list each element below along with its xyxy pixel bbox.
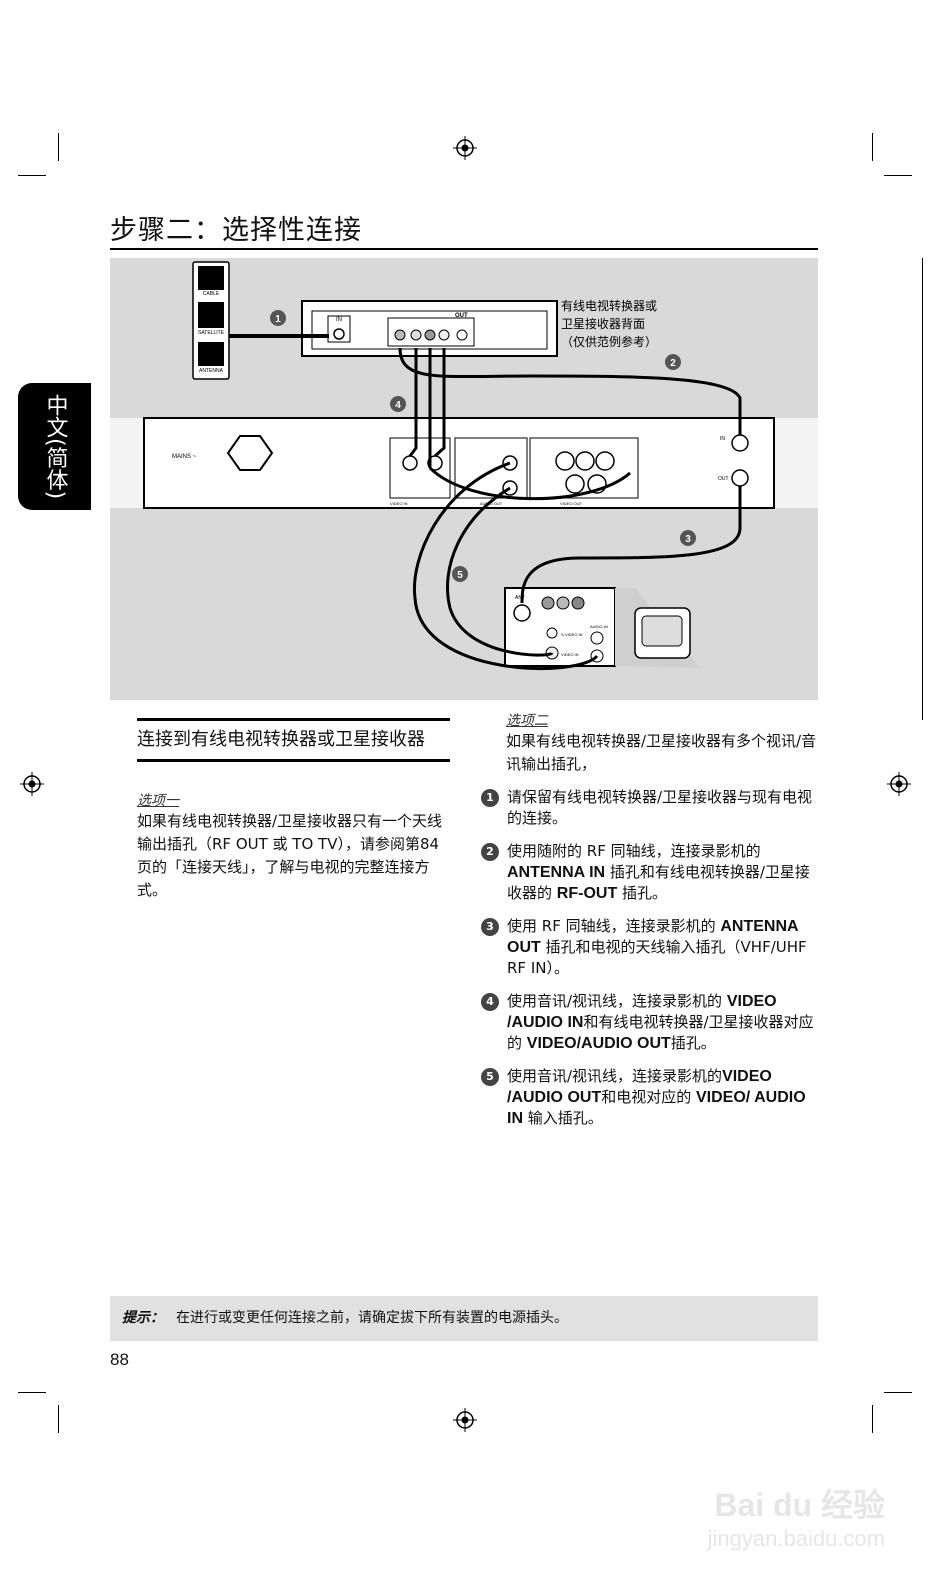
crop-mark bbox=[884, 175, 912, 176]
set-top-box: IN OUT bbox=[301, 300, 558, 357]
crop-mark bbox=[18, 175, 46, 176]
option-two-intro: 如果有线电视转换器/卫星接收器有多个视讯/音讯输出插孔， bbox=[506, 732, 817, 773]
language-tab-label: 中文(简体) bbox=[42, 393, 68, 500]
callout-1 bbox=[270, 310, 286, 326]
step-number: 1 bbox=[481, 789, 499, 807]
svg-text:3: 3 bbox=[685, 534, 691, 545]
cable-icon-label: CABLE bbox=[203, 291, 220, 297]
svg-text:AUDIO OUT: AUDIO OUT bbox=[480, 501, 503, 506]
step-item: 5 使用音讯/视讯线，连接录影机的VIDEO /AUDIO OUT和电视对应的 … bbox=[481, 1066, 821, 1129]
tip-label: 提示： bbox=[122, 1310, 164, 1326]
svg-text:OUT: OUT bbox=[455, 313, 468, 319]
option-two-label: 选项二 bbox=[506, 713, 548, 729]
svg-text:IN: IN bbox=[720, 436, 725, 442]
satellite-icon-label: SATELLITE bbox=[198, 330, 225, 336]
svg-text:卫星接收器背面: 卫星接收器背面 bbox=[561, 316, 645, 331]
svg-text:VIDEO IN: VIDEO IN bbox=[561, 652, 579, 657]
cables bbox=[229, 334, 742, 671]
watermark-brand: Bai du 经验 bbox=[714, 1487, 885, 1523]
crop-mark bbox=[18, 1392, 46, 1393]
callout-4 bbox=[390, 396, 406, 412]
step-number: 4 bbox=[481, 993, 499, 1011]
callout-2 bbox=[665, 354, 681, 370]
svg-text:2: 2 bbox=[670, 358, 676, 369]
crop-mark bbox=[58, 133, 59, 161]
svg-text:S-VIDEO IN: S-VIDEO IN bbox=[561, 632, 583, 637]
language-tab: 中文(简体) bbox=[18, 383, 91, 510]
page-title: 步骤二：选择性连接 bbox=[110, 215, 362, 246]
svg-text:OUT: OUT bbox=[718, 476, 729, 482]
svg-text:ANT: ANT bbox=[515, 595, 525, 601]
step-list: 1 请保留有线电视转换器/卫星接收器与现有电视的连接。 2 使用随附的 RF 同… bbox=[481, 787, 821, 1141]
step-item: 4 使用音讯/视讯线，连接录影机的 VIDEO /AUDIO IN和有线电视转换… bbox=[481, 991, 821, 1054]
svg-text:4: 4 bbox=[395, 400, 401, 411]
registration-mark-icon bbox=[20, 772, 44, 796]
option-one-body: 如果有线电视转换器/卫星接收器只有一个天线输出插孔（RF OUT 或 TO TV… bbox=[137, 812, 443, 899]
step-text: 使用随附的 RF 同轴线，连接录影机的 ANTENNA IN 插孔和有线电视转换… bbox=[507, 842, 810, 902]
option-one: 选项一 如果有线电视转换器/卫星接收器只有一个天线输出插孔（RF OUT 或 T… bbox=[137, 790, 450, 902]
step-text: 请保留有线电视转换器/卫星接收器与现有电视的连接。 bbox=[507, 788, 813, 827]
baidu-watermark-logo: Bai du 经验 jingyan.baidu.com bbox=[665, 1480, 885, 1560]
step-text: 使用 RF 同轴线，连接录影机的 ANTENNA OUT 插孔和电视的天线输入插… bbox=[507, 917, 807, 977]
registration-mark-icon bbox=[453, 136, 477, 160]
callout-5 bbox=[452, 566, 468, 582]
page-number: 88 bbox=[110, 1350, 129, 1369]
svg-text:VIDEO OUT: VIDEO OUT bbox=[560, 501, 583, 506]
svg-text:VIDEO IN: VIDEO IN bbox=[390, 501, 408, 506]
connection-diagram: CABLE SATELLITE ANTENNA IN OUT 有线电视转换器或 … bbox=[110, 258, 818, 700]
source-icons: CABLE SATELLITE ANTENNA bbox=[192, 261, 230, 380]
callout-3 bbox=[680, 530, 696, 546]
svg-text:IN: IN bbox=[336, 317, 342, 323]
step-item: 3 使用 RF 同轴线，连接录影机的 ANTENNA OUT 插孔和电视的天线输… bbox=[481, 916, 821, 979]
step-text: 使用音讯/视讯线，连接录影机的VIDEO /AUDIO OUT和电视对应的 VI… bbox=[507, 1067, 806, 1127]
svg-text:1: 1 bbox=[275, 314, 281, 325]
registration-mark-icon bbox=[887, 772, 911, 796]
svg-text:AUDIO IN: AUDIO IN bbox=[590, 624, 608, 629]
tv-icon bbox=[615, 588, 700, 668]
crop-mark bbox=[872, 133, 873, 161]
step-item: 2 使用随附的 RF 同轴线，连接录影机的 ANTENNA IN 插孔和有线电视… bbox=[481, 841, 821, 904]
crop-mark bbox=[58, 1405, 59, 1433]
watermark-url: jingyan.baidu.com bbox=[707, 1526, 885, 1551]
title-rule bbox=[110, 248, 818, 250]
tip-text: 在进行或变更任何连接之前，请确定拔下所有装置的电源插头。 bbox=[176, 1310, 568, 1326]
step-text: 使用音讯/视讯线，连接录影机的 VIDEO /AUDIO IN和有线电视转换器/… bbox=[507, 992, 814, 1052]
step-number: 5 bbox=[481, 1068, 499, 1086]
step-number: 2 bbox=[481, 843, 499, 861]
section-heading: 连接到有线电视转换器或卫星接收器 bbox=[137, 718, 450, 762]
set-top-box-caption: 有线电视转换器或 卫星接收器背面 （仅供范例参考） bbox=[561, 298, 657, 349]
section-heading-text: 连接到有线电视转换器或卫星接收器 bbox=[137, 729, 425, 750]
step-number: 3 bbox=[481, 918, 499, 936]
crop-mark bbox=[872, 1405, 873, 1433]
svg-text:MAINS ~: MAINS ~ bbox=[172, 454, 197, 460]
antenna-icon-label: ANTENNA bbox=[199, 368, 224, 374]
registration-mark-icon bbox=[453, 1408, 477, 1432]
edge-rule bbox=[922, 258, 923, 720]
option-two: 选项二 如果有线电视转换器/卫星接收器有多个视讯/音讯输出插孔， bbox=[506, 710, 818, 776]
option-one-label: 选项一 bbox=[137, 793, 179, 809]
tip-bar: 提示： 在进行或变更任何连接之前，请确定拔下所有装置的电源插头。 bbox=[110, 1296, 818, 1341]
crop-mark bbox=[884, 1392, 912, 1393]
svg-text:5: 5 bbox=[457, 570, 463, 581]
svg-text:（仅供范例参考）: （仅供范例参考） bbox=[561, 334, 657, 349]
step-item: 1 请保留有线电视转换器/卫星接收器与现有电视的连接。 bbox=[481, 787, 821, 829]
svg-text:有线电视转换器或: 有线电视转换器或 bbox=[561, 298, 657, 313]
